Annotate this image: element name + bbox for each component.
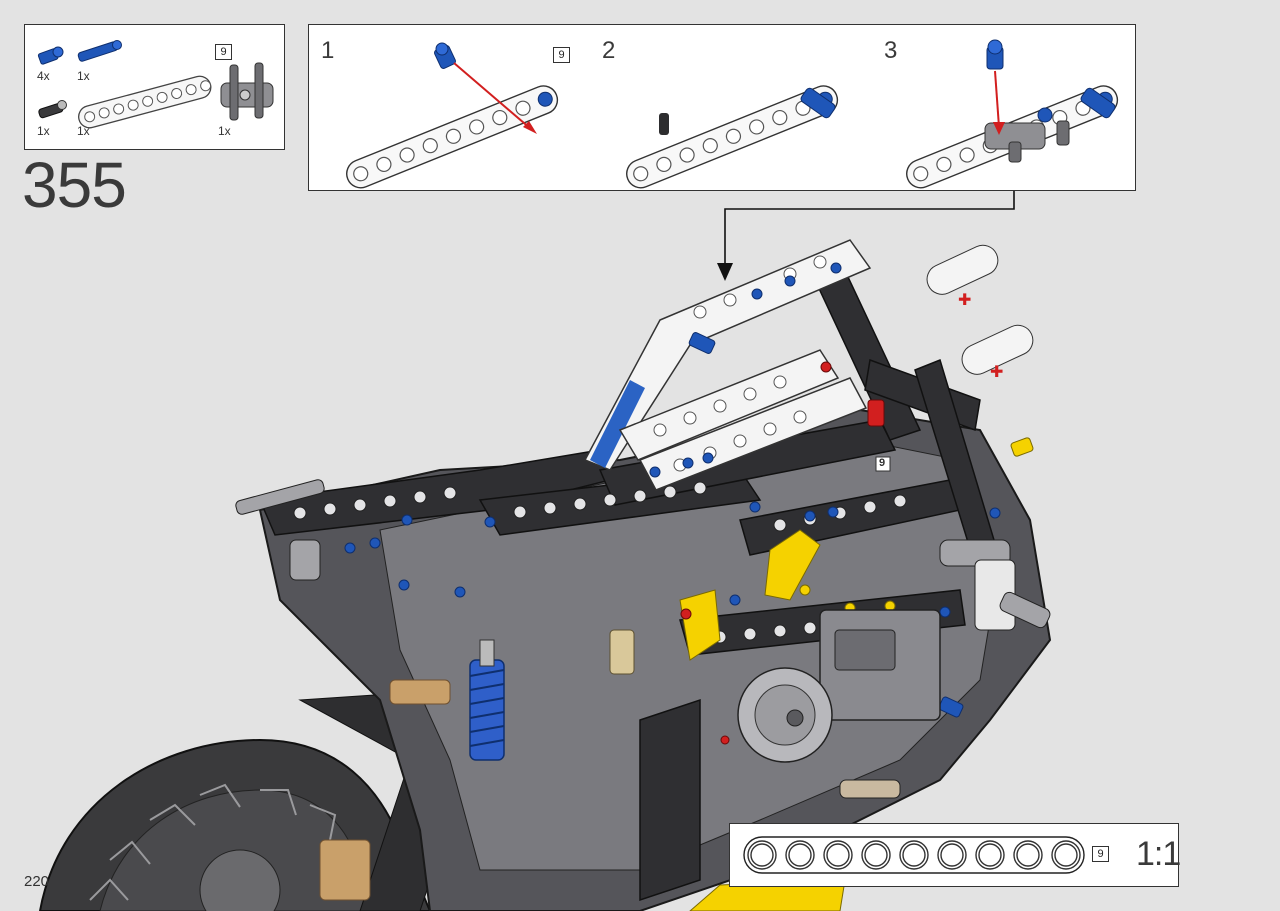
step-number: 355 xyxy=(22,149,127,221)
substep-art xyxy=(346,39,1119,189)
step2-black-pin xyxy=(659,113,669,135)
rear-shock-absorber xyxy=(469,639,505,761)
beam-length-badge: 9 xyxy=(215,44,232,60)
scale-beam-badge: 9 xyxy=(1092,846,1109,862)
scale-beam-hole-inner xyxy=(750,843,774,867)
gray-connectors xyxy=(235,479,1051,799)
qty-blue-pin: 4x xyxy=(37,69,50,83)
scale-beam-hole-inner xyxy=(826,843,850,867)
brass-cylinder xyxy=(609,629,635,675)
scale-beam-hole-inner xyxy=(940,843,964,867)
scale-beam-hole-inner xyxy=(978,843,1002,867)
scale-beam-hole-inner xyxy=(1054,843,1078,867)
page-number: 220 xyxy=(24,873,50,890)
scale-beam-holes xyxy=(747,840,1081,870)
parts-callout: 4x 1x 1x 1x 1x 9 xyxy=(24,24,285,150)
qty-connector: 1x xyxy=(218,124,231,138)
blue-pins xyxy=(344,262,1001,718)
substep-2-label: 2 xyxy=(602,37,616,64)
substep-panel: 1 2 3 9 xyxy=(308,24,1136,191)
black-axle-pin-icon xyxy=(38,100,67,119)
step2-blue-pin xyxy=(800,87,836,119)
scale-label: 1:1 xyxy=(1136,835,1181,873)
svg-text:✚: ✚ xyxy=(990,362,1003,381)
step1-beam xyxy=(346,85,559,189)
step3-pin-icon xyxy=(986,39,1004,70)
qty-white-beam: 1x xyxy=(77,124,90,138)
scale-callout: 9 1:1 xyxy=(729,823,1181,887)
scale-beam xyxy=(743,836,1085,874)
white-subframe xyxy=(583,239,872,491)
step3-arrow xyxy=(994,70,1000,128)
yellow-parts xyxy=(679,437,1034,911)
svg-text:✚: ✚ xyxy=(958,290,971,309)
gray-pin-connector-icon xyxy=(220,62,274,121)
scale-beam-hole-inner xyxy=(902,843,926,867)
step2-beam xyxy=(626,85,839,189)
parts-callout-art xyxy=(37,40,274,129)
substep-1-label: 1 xyxy=(321,37,335,64)
drive-chain xyxy=(319,679,451,901)
rear-light-mounts: ✚ ✚ xyxy=(926,244,1034,381)
qty-long-pin: 1x xyxy=(77,69,90,83)
substep-3-label: 3 xyxy=(884,37,898,64)
engine-block xyxy=(737,609,941,763)
step1-pin-icon xyxy=(434,42,456,69)
blue-long-pin-icon xyxy=(77,40,122,62)
white-beam-icon xyxy=(78,75,212,129)
scale-beam-hole-inner xyxy=(788,843,812,867)
step1-arrow-head xyxy=(523,121,537,134)
scale-beam-hole-inner xyxy=(864,843,888,867)
red-pins xyxy=(680,361,885,745)
step1-arrow xyxy=(453,62,532,130)
substep-beam-badge: 9 xyxy=(553,47,570,63)
model-length-badge: 9 xyxy=(879,457,886,469)
blue-friction-pin-icon xyxy=(37,46,64,65)
scale-beam-hole-inner xyxy=(1016,843,1040,867)
qty-axle-pin: 1x xyxy=(37,124,50,138)
